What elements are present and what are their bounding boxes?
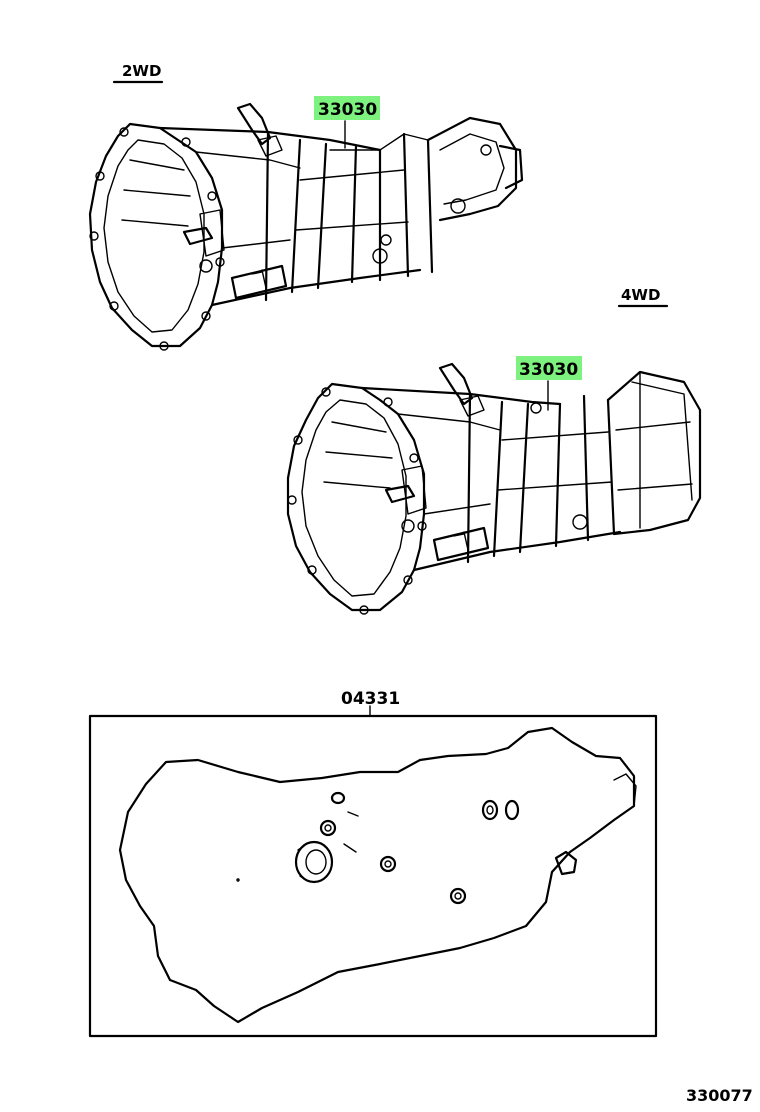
- variant-4wd-label-group: 4WD: [617, 286, 669, 308]
- o-ring-thin: [504, 799, 520, 821]
- gasket-kit-illustration: [118, 726, 637, 1024]
- callout-33030-4wd[interactable]: 33030: [516, 356, 582, 380]
- variant-4wd-label: 4WD: [621, 286, 660, 304]
- callout-33030-2wd-text: 33030: [318, 100, 377, 120]
- transmission-4wd-illustration: [286, 362, 702, 615]
- gasket-kit-frame: [88, 714, 658, 1038]
- callout-04331[interactable]: 04331: [341, 689, 400, 709]
- drain-plug: [379, 855, 397, 873]
- variant-2wd-label: 2WD: [122, 62, 161, 80]
- diagram-id: 330077: [686, 1086, 753, 1105]
- variant-2wd-label-group: 2WD: [112, 62, 164, 84]
- callout-33030-2wd[interactable]: 33030: [314, 96, 380, 120]
- o-ring-small: [481, 799, 499, 821]
- callout-33030-4wd-highlight: [516, 356, 582, 380]
- oil-seal-large: [294, 840, 334, 884]
- filler-plug: [449, 887, 467, 905]
- callout-33030-2wd-highlight: [314, 96, 380, 120]
- callout-33030-4wd-text: 33030: [519, 360, 578, 380]
- transmission-2wd-illustration: [88, 102, 524, 351]
- callout-04331-text: 04331: [341, 689, 400, 709]
